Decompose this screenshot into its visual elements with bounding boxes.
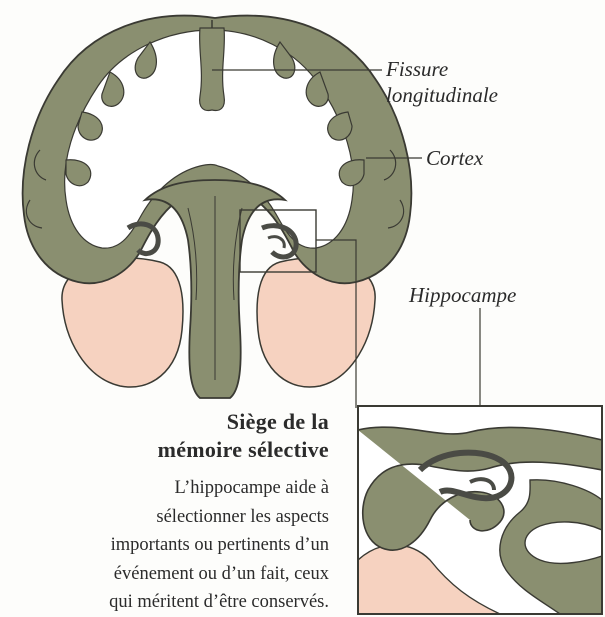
cortex-label: Cortex — [426, 146, 483, 171]
caption-body-line: L’hippocampe aide à — [109, 474, 329, 503]
fissure-longitudinale-label: Fissure longitudinale — [386, 56, 498, 108]
caption-title: Siège de la mémoire sélective — [158, 408, 329, 464]
caption-body-line: qui méritent d’être conservés. — [109, 588, 329, 617]
caption-body-line: sélectionner les aspects — [109, 503, 329, 532]
fissure-label-line2: longitudinale — [386, 82, 498, 108]
caption-body-line: événement ou d’un fait, ceux — [109, 560, 329, 589]
caption-body: L’hippocampe aide à sélectionner les asp… — [109, 474, 329, 617]
caption-body-line: importants ou pertinents d’un — [109, 531, 329, 560]
hippocampus-inset — [358, 406, 602, 614]
hippocampe-label: Hippocampe — [409, 283, 516, 308]
caption-title-line1: Siège de la — [158, 408, 329, 436]
fissure-label-line1: Fissure — [386, 56, 498, 82]
caption-title-line2: mémoire sélective — [158, 436, 329, 464]
